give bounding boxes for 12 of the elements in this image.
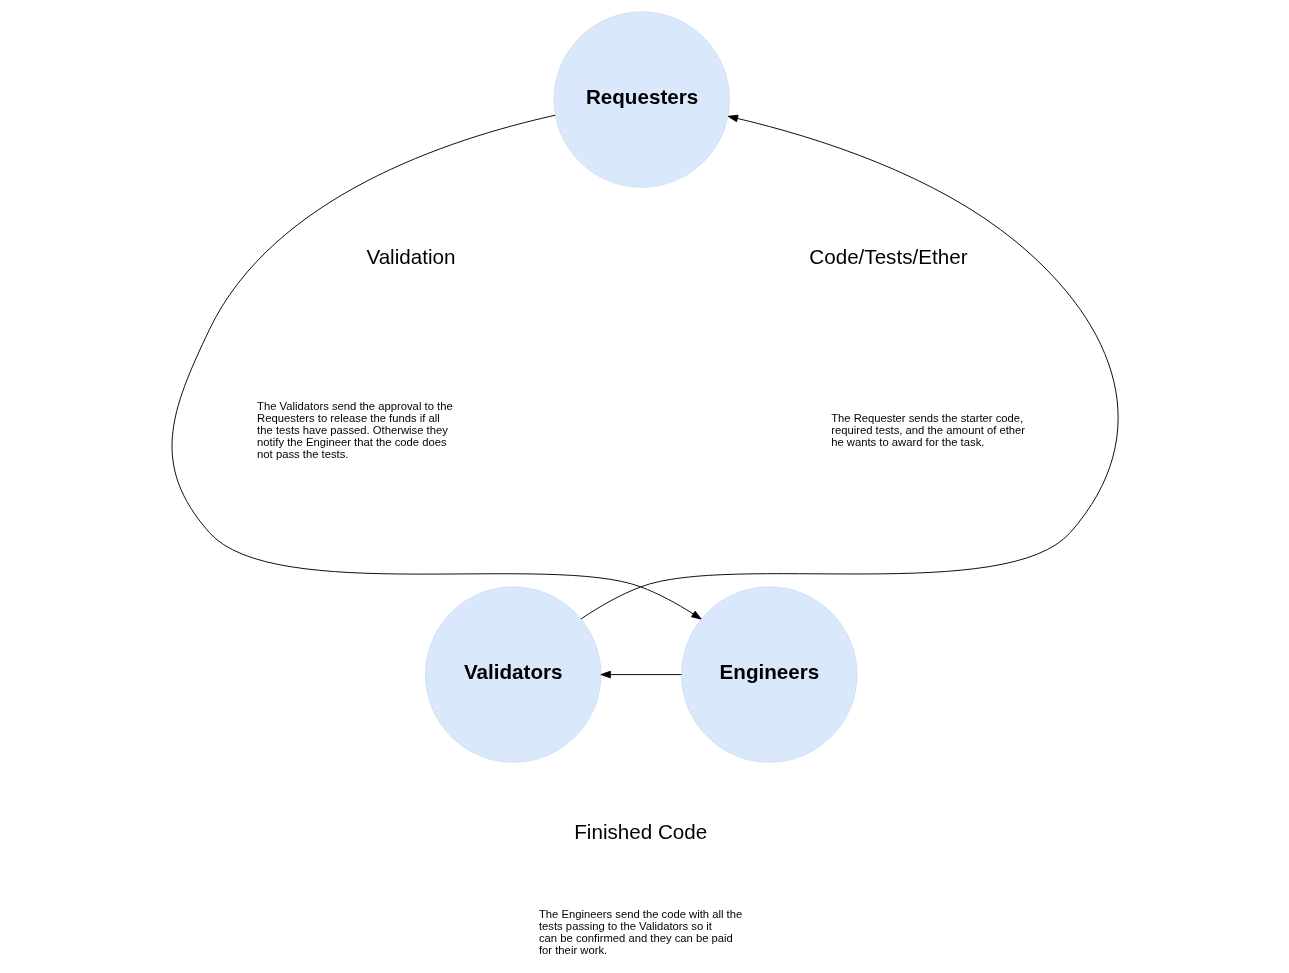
label: The Engineers send the code with all the tests passing to the Validators so it can be confirmed and they can be paid for their work. [538,907,742,957]
label: The Validators send the approval to the Requesters to release the funds if all the tests have passed. Otherwise they notify the Engineer that the code does not pass the tests. [256,399,453,461]
node-circle: Validators [424,586,601,763]
label: The Requester sends the starter code, required tests, and the amount of ether he wants to award for the task. [830,411,1025,449]
arrow [171,114,702,620]
node-circle: Requesters [553,11,730,188]
arrow [580,114,1118,620]
label: Validation [365,244,455,268]
node-circle: Engineers [680,586,857,763]
label: Finished Code [573,819,707,843]
label: Code/Tests/Ether [808,244,968,268]
arrow [600,670,682,679]
